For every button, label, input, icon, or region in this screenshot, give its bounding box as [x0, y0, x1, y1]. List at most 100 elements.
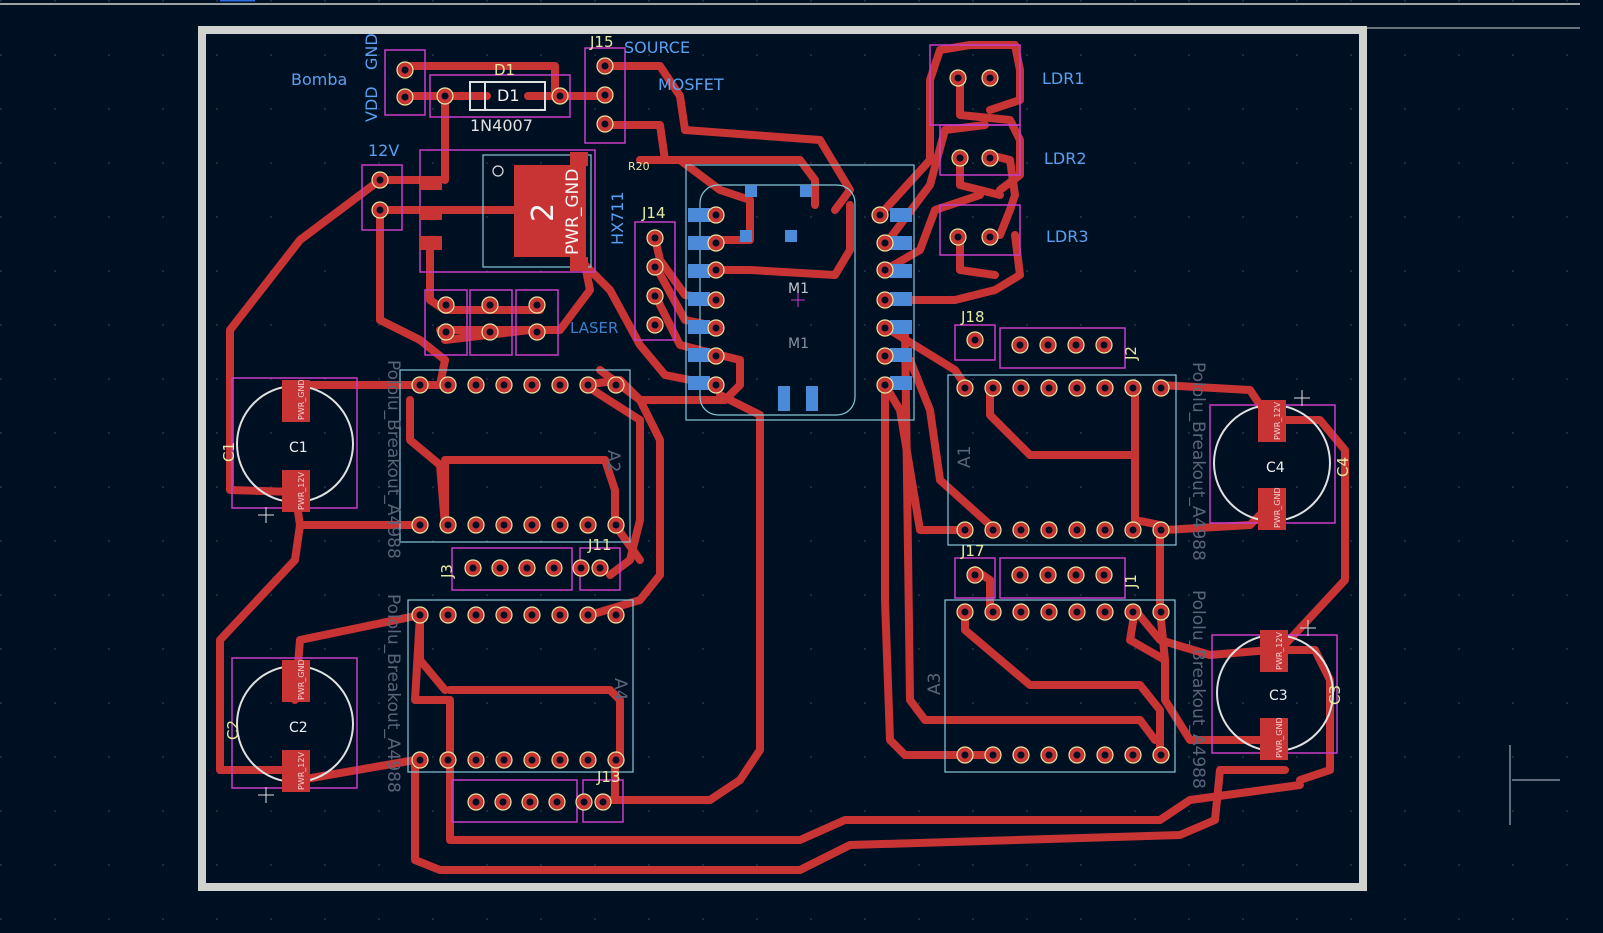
ref-c2: C2 — [224, 720, 242, 740]
pad-drill — [1017, 751, 1025, 759]
pad-drill — [376, 176, 384, 184]
label-pwr-gnd-pad: PWR_GND — [563, 169, 583, 255]
label-ldr1: LDR1 — [1042, 69, 1085, 88]
net-label: PWR_12V — [1273, 402, 1282, 440]
pad-drill — [528, 756, 536, 764]
pad-drill — [442, 301, 450, 309]
pad-drill — [553, 798, 561, 806]
label-a4: A4 — [610, 678, 630, 700]
pad-drill — [989, 608, 997, 616]
pad-drill — [651, 292, 659, 300]
label-vdd: VDD — [362, 86, 381, 122]
label-a3: A3 — [925, 673, 945, 695]
courtyards — [231, 44, 1338, 823]
pad-drill — [1100, 341, 1108, 349]
pad-drill — [961, 608, 969, 616]
pad-drill — [599, 798, 607, 806]
pad-drill — [528, 521, 536, 529]
pad-drill — [499, 798, 507, 806]
ref-d1: D1 — [494, 61, 515, 79]
pad-drill — [1072, 341, 1080, 349]
pad-drill — [986, 154, 994, 162]
label-a1: A1 — [955, 446, 975, 468]
pad-drill — [612, 611, 620, 619]
pad-drill — [1157, 384, 1165, 392]
pad-drill — [526, 798, 534, 806]
pad-drill — [712, 324, 720, 332]
pad-drill — [1016, 341, 1024, 349]
origin-markers — [258, 293, 1316, 803]
pad-drill — [444, 381, 452, 389]
pad-drill — [989, 526, 997, 534]
net-label: PWR_GND — [297, 659, 306, 700]
pad-drill — [1045, 751, 1053, 759]
pad-drill — [881, 352, 889, 360]
pad-drill — [469, 564, 477, 572]
pad-drill — [712, 296, 720, 304]
label-1n4007: 1N4007 — [470, 116, 533, 135]
net-label: PWR_GND — [1273, 487, 1282, 528]
pad-drill — [1129, 751, 1137, 759]
pad-drill — [1157, 526, 1165, 534]
pad-drill — [601, 120, 609, 128]
pad-drill — [1017, 608, 1025, 616]
pad-drill — [989, 384, 997, 392]
silk-labels: 1N4007 D1 M1 M1 — [470, 86, 809, 352]
pad-drill — [1044, 341, 1052, 349]
pad-drill — [556, 611, 564, 619]
pad-drill — [612, 756, 620, 764]
pad-drill — [881, 324, 889, 332]
label-d1-body: D1 — [497, 86, 520, 105]
pad-drill — [1073, 526, 1081, 534]
mosfet-tab-pad[interactable] — [514, 165, 586, 257]
pad-drill — [651, 321, 659, 329]
pad-drill — [472, 798, 480, 806]
capacitor-bodies[interactable] — [236, 380, 1334, 792]
pad-drill — [472, 521, 480, 529]
label-mosfet-pad: 2 — [526, 203, 561, 222]
diode-body — [469, 81, 546, 111]
pad-drill — [651, 263, 659, 271]
pad-drill — [584, 756, 592, 764]
pad-drill — [1073, 751, 1081, 759]
label-ldr2: LDR2 — [1044, 149, 1087, 168]
pad-drill — [1045, 608, 1053, 616]
pad-drill — [712, 266, 720, 274]
pad-drill — [1129, 384, 1137, 392]
through-hole-pads[interactable] — [371, 57, 1170, 811]
pad-drill — [881, 239, 889, 247]
mosfet-small-pads[interactable] — [420, 152, 588, 271]
pololu-label-a2: Pololu_Breakout_A4988 — [383, 360, 403, 559]
ref-j18: J18 — [960, 308, 985, 326]
hx711-pads[interactable] — [688, 185, 912, 411]
pad-drill — [1101, 608, 1109, 616]
ref-j13: J13 — [596, 768, 621, 786]
pad-drill — [496, 564, 504, 572]
pad-drill — [601, 91, 609, 99]
pad-drill — [712, 211, 720, 219]
pad-drill — [472, 611, 480, 619]
pad-drill — [954, 74, 962, 82]
pad-drill — [1100, 571, 1108, 579]
pad-drill — [556, 92, 564, 100]
capacitor-labels: C1 C2 C4 C3 — [289, 440, 1288, 736]
pad-drill — [1101, 751, 1109, 759]
pad-drill — [971, 571, 979, 579]
pad-drill — [1129, 526, 1137, 534]
pad-drill — [577, 564, 585, 572]
pad-drill — [1157, 751, 1165, 759]
pad-drill — [1073, 384, 1081, 392]
pad-drill — [580, 798, 588, 806]
pad-drill — [1017, 384, 1025, 392]
pad-drill — [971, 336, 979, 344]
pad-drill — [416, 756, 424, 764]
label-gnd: GND — [362, 33, 381, 70]
pad-drill — [989, 751, 997, 759]
board-edge[interactable] — [198, 26, 1367, 891]
pololu-label-a1: Pololu_Breakout_A4988 — [1188, 362, 1208, 561]
pad-drill — [416, 381, 424, 389]
pad-drill — [1045, 526, 1053, 534]
label-a2: A2 — [603, 450, 623, 472]
label-c1-body: C1 — [289, 440, 308, 456]
